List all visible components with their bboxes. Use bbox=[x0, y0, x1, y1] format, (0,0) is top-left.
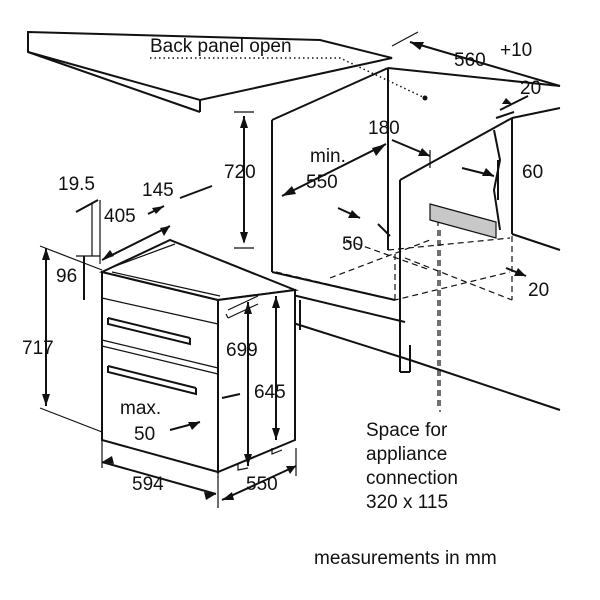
dim-145-label: 145 bbox=[142, 180, 174, 201]
dim-line-96 bbox=[76, 255, 100, 300]
dim-line-20-top bbox=[499, 95, 529, 111]
dim-line-405 bbox=[101, 225, 171, 261]
oven-body bbox=[99, 238, 299, 478]
dim-699-label: 699 bbox=[226, 340, 258, 361]
dim-50-niche-label: 50 bbox=[342, 234, 363, 255]
footer-units-note: measurements in mm bbox=[314, 548, 497, 569]
dim-594-label: 594 bbox=[132, 474, 164, 495]
dim-line-550-depth bbox=[221, 448, 297, 501]
back-panel-leader bbox=[150, 57, 428, 101]
dim-20-top-label: 20 bbox=[520, 78, 541, 99]
dim-20-right-label: 20 bbox=[528, 280, 549, 301]
dim-line-699 bbox=[244, 302, 252, 466]
dim-645-label: 645 bbox=[254, 382, 286, 403]
niche-width-tolerance: +10 bbox=[500, 40, 532, 61]
niche-walls bbox=[271, 67, 561, 411]
connection-note-line-2: appliance bbox=[366, 444, 447, 465]
dim-720-label: 720 bbox=[224, 162, 256, 183]
dim-line-20-right bbox=[505, 267, 527, 277]
cabinet-top-panel bbox=[27, 30, 393, 113]
connection-note-line-1: Space for bbox=[366, 420, 448, 441]
dim-line-min-550 bbox=[281, 143, 387, 197]
dim-line-19-5 bbox=[75, 199, 101, 264]
oven-upper-handle bbox=[107, 317, 191, 346]
dim-line-145 bbox=[147, 185, 213, 215]
connection-space-hatch bbox=[429, 203, 497, 239]
dashed-niche-outline bbox=[275, 210, 513, 410]
dim-line-max-50 bbox=[169, 393, 241, 431]
dim-717-label: 717 bbox=[22, 338, 54, 359]
dim-180-label: 180 bbox=[368, 118, 400, 139]
dim-405-label: 405 bbox=[104, 206, 136, 227]
connection-note-line-3: connection bbox=[366, 468, 458, 489]
dim-line-180 bbox=[391, 139, 431, 168]
connection-note-line-4: 320 x 115 bbox=[366, 492, 448, 513]
dim-line-594 bbox=[101, 440, 219, 508]
dim-line-60 bbox=[461, 160, 499, 200]
back-panel-label: Back panel open bbox=[150, 36, 292, 57]
max-label: max. bbox=[120, 398, 161, 419]
niche-width-label: 560 bbox=[454, 50, 486, 71]
max-value: 50 bbox=[134, 424, 155, 445]
dim-line-720 bbox=[234, 111, 254, 249]
min-label: min. bbox=[310, 146, 346, 167]
min-value: 550 bbox=[306, 172, 338, 193]
dim-line-560 bbox=[391, 31, 561, 87]
dim-line-50-niche bbox=[337, 207, 391, 237]
dim-line-717 bbox=[39, 245, 103, 433]
dim-96-label: 96 bbox=[56, 266, 77, 287]
oven-lower-handle bbox=[107, 365, 197, 396]
dim-550-depth-label: 550 bbox=[246, 474, 278, 495]
dim-60-label: 60 bbox=[522, 162, 543, 183]
dim-19-5-label: 19.5 bbox=[58, 174, 95, 195]
dim-line-645 bbox=[272, 296, 280, 440]
